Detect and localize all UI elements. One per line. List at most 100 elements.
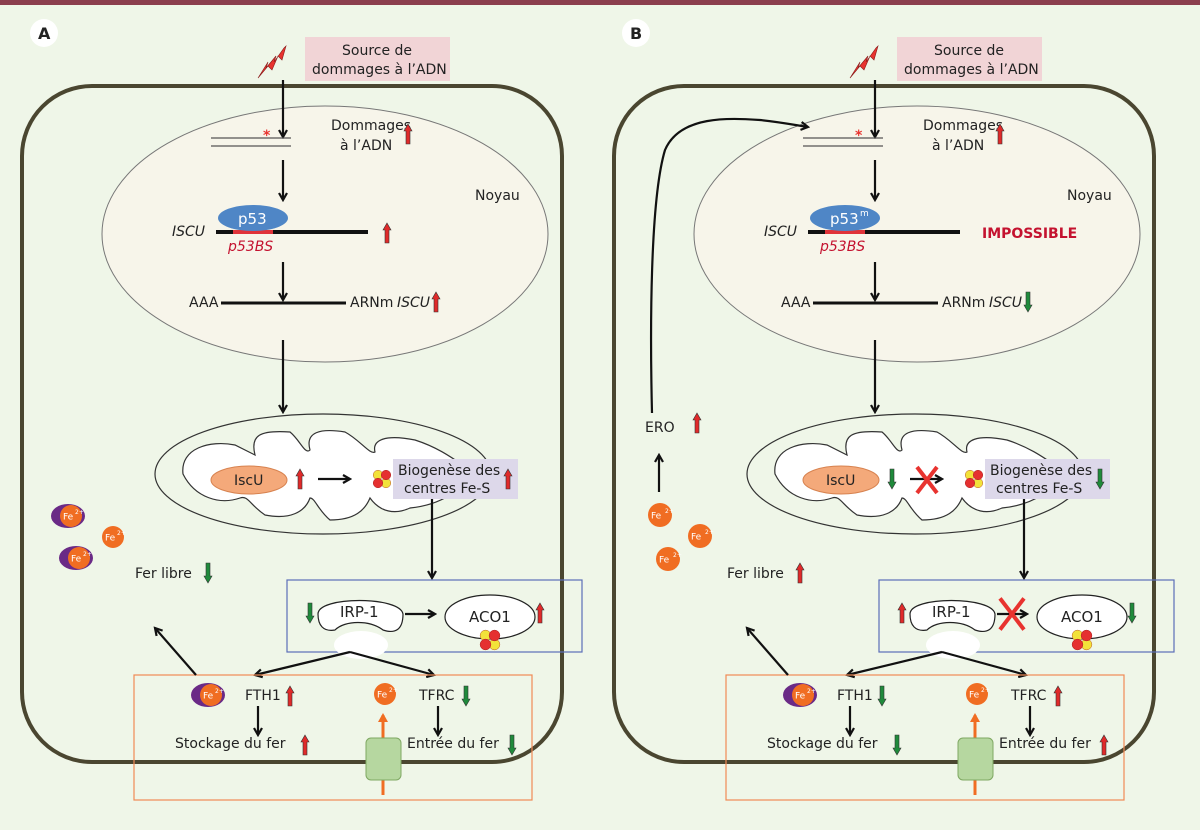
ros-to-dna-damage-arrow	[649, 117, 808, 414]
iron-atom	[1071, 638, 1084, 651]
iron-ion-charge: 2+	[705, 529, 714, 536]
aco1-label: ACO1	[1061, 608, 1103, 626]
iron-ion	[68, 547, 90, 569]
up-arrow-icon	[535, 602, 545, 624]
fe-s-biogenesis-label: Biogenèse des	[990, 463, 1092, 479]
to-free-iron-arrow	[747, 628, 789, 676]
fe-s-cluster-icon	[1071, 629, 1093, 651]
up-arrow-icon	[431, 291, 441, 313]
iron-ion	[688, 524, 712, 548]
iron-ion-charge: 2+	[665, 508, 674, 515]
iron-transporter	[365, 737, 402, 781]
polya-tail-label: AAA	[781, 295, 811, 311]
x-stroke	[998, 597, 1026, 631]
up-arrow-icon	[300, 734, 310, 756]
nucleus-label: Noyau	[1067, 188, 1112, 204]
down-arrow-icon	[461, 685, 471, 707]
up-arrow-icon	[285, 685, 295, 707]
irp-aco-box	[878, 579, 1175, 653]
down-arrow-icon	[887, 468, 897, 490]
dna-lesion-icon: *	[855, 128, 863, 144]
panel-letter: A	[38, 24, 51, 43]
dna-damage-label: Dommages	[331, 118, 411, 134]
iron-ion-label: Fe	[377, 691, 388, 701]
iron-ion-charge: 2+	[673, 552, 682, 559]
down-arrow-icon	[1095, 468, 1105, 490]
binding-site-label: p53BS	[227, 239, 273, 255]
fe-s-biogenesis-label: centres Fe-S	[996, 481, 1082, 497]
iron-ion	[102, 526, 124, 548]
to-fth1-arrow	[255, 650, 351, 675]
iron-storage-label: Stockage du fer	[175, 736, 286, 752]
up-arrow-icon	[995, 123, 1005, 145]
top-banner	[0, 0, 1200, 5]
fe-s-biogenesis-label: Biogenèse des	[398, 463, 500, 479]
fe-s-biogenesis-box	[393, 459, 518, 499]
transcription-impossible-label: IMPOSSIBLE	[982, 226, 1077, 242]
iron-ion	[792, 684, 814, 706]
binding-site-label: p53BS	[819, 239, 865, 255]
iron-storage-label: Stockage du fer	[767, 736, 878, 752]
damage-source-box	[305, 37, 450, 81]
damage-source-label: Source de	[342, 43, 412, 59]
fe-s-biogenesis-label: centres Fe-S	[404, 481, 490, 497]
iron-transporter	[957, 737, 994, 781]
free-iron-label: Fer libre	[727, 566, 784, 582]
iron-ion	[200, 684, 222, 706]
cell-membrane	[612, 84, 1156, 764]
iscu-protein	[802, 465, 880, 495]
tfrc-label: TFRC	[1010, 688, 1047, 704]
up-arrow-icon	[382, 222, 392, 244]
down-arrow-icon	[877, 685, 887, 707]
ros-label: ERO	[645, 420, 675, 436]
iron-ion	[656, 547, 680, 571]
down-arrow-icon	[203, 562, 213, 584]
up-arrow-icon	[692, 412, 702, 434]
polya-tail-label: AAA	[189, 295, 219, 311]
panel-letter-badge	[622, 19, 650, 47]
iron-ion-label: Fe	[691, 533, 702, 543]
iron-atom	[964, 477, 976, 489]
blocked-x-icon	[998, 597, 1026, 631]
p53-mutant-superscript: m	[860, 209, 869, 219]
iron-ion-label: Fe	[63, 513, 74, 523]
iron-atom	[972, 469, 984, 481]
damage-source-label: Source de	[934, 43, 1004, 59]
iron-atom	[1080, 629, 1093, 642]
gene-label: ISCU	[764, 224, 797, 240]
irp1-label: IRP-1	[932, 603, 971, 621]
p53-label: p53	[830, 210, 859, 228]
mrna-label: ARNm	[350, 295, 393, 311]
iron-atom	[479, 638, 492, 651]
irp1-protein	[317, 600, 404, 633]
down-arrow-icon	[507, 734, 517, 756]
to-free-iron-arrow	[155, 628, 197, 676]
blocked-x-icon	[915, 465, 939, 495]
nucleus-label: Noyau	[475, 188, 520, 204]
iron-atom	[380, 469, 392, 481]
irp1-label: IRP-1	[340, 603, 379, 621]
p53-protein	[218, 205, 288, 231]
fth1-label: FTH1	[837, 688, 873, 704]
down-arrow-icon	[1127, 602, 1137, 624]
iron-ion	[648, 503, 672, 527]
dna-lesion-icon: *	[263, 128, 271, 144]
dna-damage-label: à l’ADN	[932, 138, 984, 154]
damage-source-label: dommages à l’ADN	[312, 62, 447, 78]
aco1-protein	[444, 594, 536, 640]
up-arrow-icon	[1053, 685, 1063, 707]
iron-atom	[488, 629, 501, 642]
to-tfrc-arrow	[349, 650, 434, 675]
up-arrow-icon	[403, 123, 413, 145]
up-arrow-icon	[795, 562, 805, 584]
iron-regulation-box	[133, 674, 533, 801]
fe-s-cluster-icon	[964, 469, 984, 489]
gene-label: ISCU	[172, 224, 205, 240]
to-tfrc-arrow	[941, 650, 1026, 675]
iron-ion-charge: 2+	[389, 687, 398, 694]
